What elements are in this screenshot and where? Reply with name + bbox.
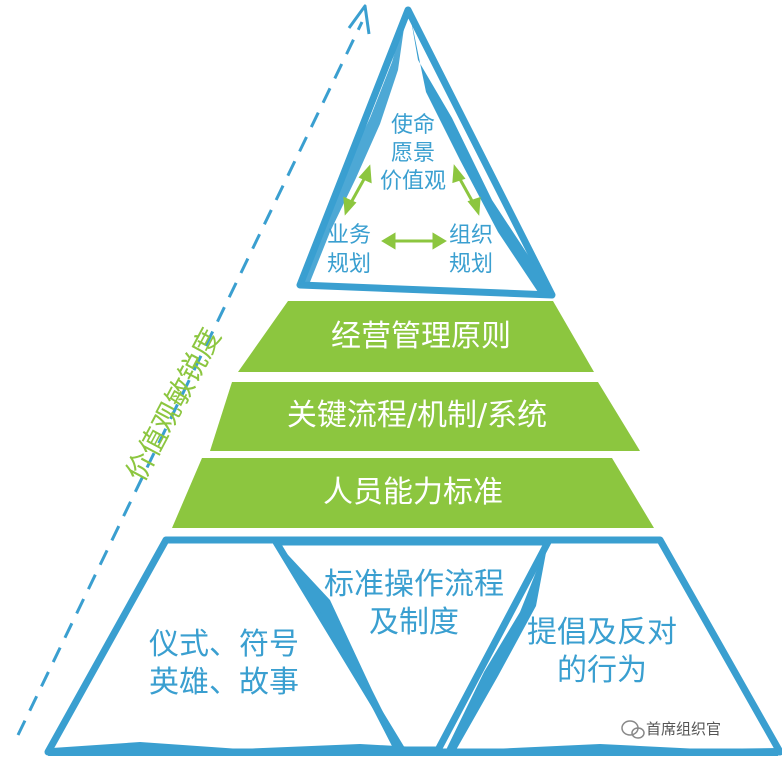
arrow-head-left-down [343, 196, 357, 216]
band-3-label: 人员能力标准 [323, 475, 503, 510]
wechat-icon [621, 720, 645, 739]
apex-values-label: 价值观 [379, 169, 446, 194]
base-brush-left [276, 542, 402, 750]
apex-business-plan-line1: 业务 [326, 223, 371, 248]
base-brush-bottom [48, 742, 778, 756]
arrow-head-right-down [467, 196, 481, 216]
apex-org-plan-line2: 规划 [448, 252, 493, 277]
apex-arrows [343, 164, 481, 250]
base-behaviors-line1: 提倡及反对 [527, 615, 677, 650]
apex-brush-left [300, 14, 406, 285]
base-sop-line2: 及制度 [369, 605, 459, 640]
band-2-label: 关键流程/机制/系统 [286, 398, 548, 433]
apex-outline [296, 6, 556, 299]
base-behaviors-line2: 的行为 [557, 653, 647, 688]
apex-mission-label: 使命 [390, 113, 435, 138]
band-3-shape [172, 458, 654, 528]
arrow-head [347, 4, 371, 35]
arrow-head-right-up [452, 164, 466, 184]
apex-org-plan-line1: 组织 [448, 223, 493, 248]
apex-triangle [296, 6, 556, 299]
sensitivity-arrow [16, 4, 371, 736]
base-section [44, 536, 782, 756]
apex-business-plan-line2: 规划 [326, 252, 371, 277]
apex-vision-label: 愿景 [390, 141, 435, 166]
band-2-shape [210, 382, 640, 451]
band-1-shape [238, 301, 594, 372]
base-sop-line1: 标准操作流程 [324, 567, 504, 602]
arrow-head-h-left [381, 232, 396, 250]
base-brush-right [446, 542, 548, 750]
base-rituals-line2: 英雄、故事 [149, 665, 299, 700]
dashed-arrow-line [16, 21, 364, 736]
base-rituals-line1: 仪式、符号 [149, 627, 299, 662]
band-1-label: 经营管理原则 [331, 319, 511, 354]
watermark-text: 首席组织官 [646, 720, 722, 738]
arrow-head-left-up [358, 164, 372, 184]
arrow-head-h-right [432, 232, 447, 250]
